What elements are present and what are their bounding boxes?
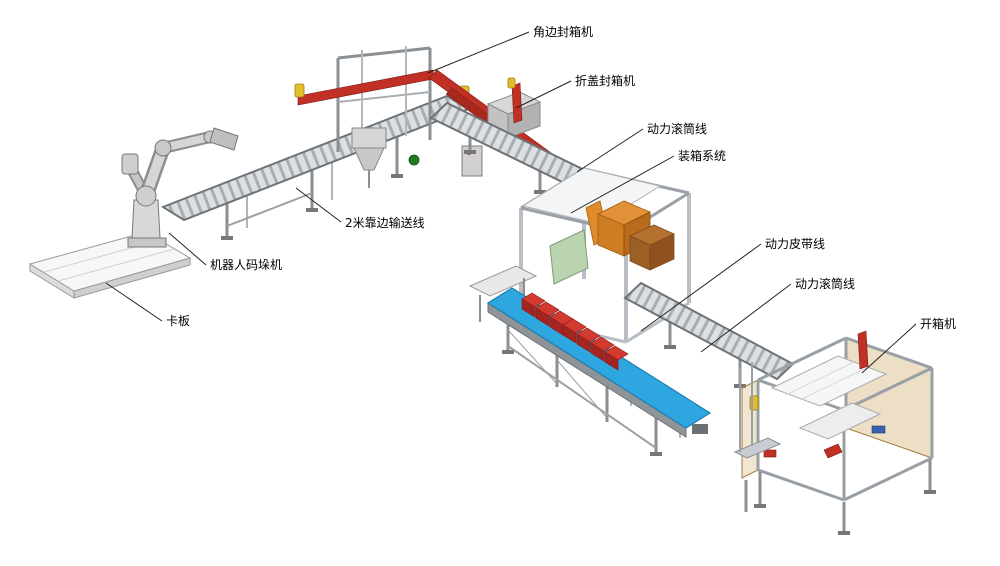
leader-line — [640, 243, 762, 332]
power-roller-line-2-shape — [623, 281, 795, 388]
label-flap-sealer: 折盖封箱机 — [575, 74, 636, 88]
leader-line — [861, 323, 917, 374]
belt-conveyor — [486, 287, 712, 456]
leader-line — [295, 187, 342, 223]
case-packer — [468, 167, 691, 344]
leader-line — [427, 31, 530, 74]
label-case-packing-system: 装箱系统 — [678, 149, 727, 163]
label-conveyor-2m: 2米靠边输送线 — [345, 216, 425, 230]
leader-lines — [105, 31, 917, 374]
leader-line — [700, 283, 792, 353]
leader-line — [576, 128, 644, 173]
label-carton-erector: 开箱机 — [920, 317, 957, 331]
label-power-roller-line-2: 动力滚筒线 — [795, 277, 856, 291]
leader-line — [105, 282, 163, 322]
leader-line — [515, 80, 572, 109]
corner-sealer-machine — [294, 46, 470, 188]
leader-line — [168, 232, 207, 266]
label-robot-palletizer: 机器人码垛机 — [210, 258, 283, 272]
red-boxes-on-belt — [521, 292, 629, 371]
label-corner-sealer: 角边封箱机 — [533, 25, 594, 39]
label-power-belt-line: 动力皮带线 — [765, 237, 826, 251]
label-pallet: 卡板 — [166, 314, 191, 328]
robot-arm — [121, 127, 239, 248]
label-power-roller-line-1: 动力滚筒线 — [647, 122, 708, 136]
leader-line — [570, 155, 675, 214]
